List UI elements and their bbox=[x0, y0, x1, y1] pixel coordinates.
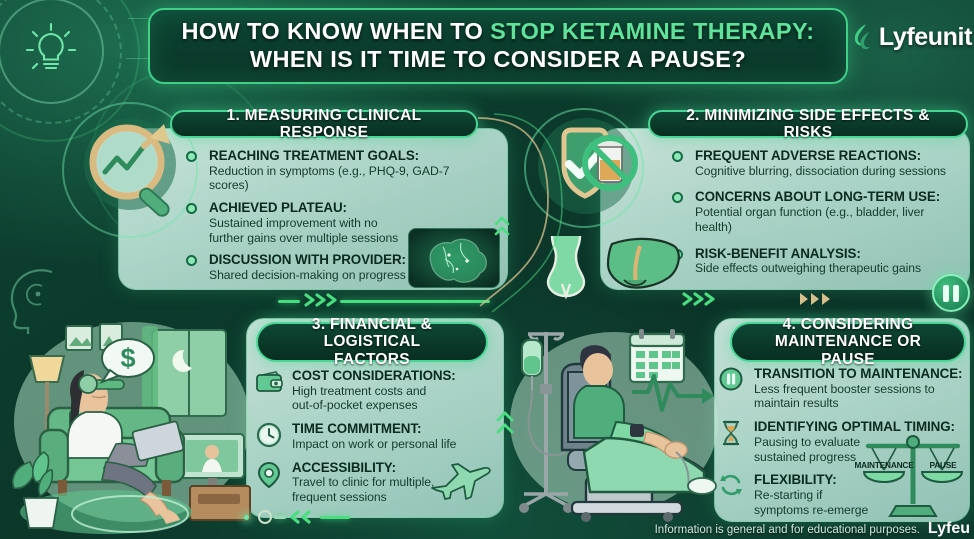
connector-line-4 bbox=[320, 516, 350, 519]
refresh-cycle-icon bbox=[720, 475, 742, 496]
list-item: FREQUENT ADVERSE REACTIONS: Cognitive bl… bbox=[672, 148, 964, 178]
hourglass-icon bbox=[722, 420, 740, 446]
decor-ring-inner bbox=[0, 0, 104, 104]
list-item: CONCERNS ABOUT LONG-TERM USE: Potential … bbox=[672, 189, 964, 234]
list-item: IDENTIFYING OPTIMAL TIMING: Pausing to e… bbox=[716, 419, 968, 464]
connector-line-3 bbox=[274, 516, 286, 519]
bullet-subtext: Cognitive blurring, dissociation during … bbox=[695, 163, 946, 178]
section-header-1: 1. MEASURING CLINICAL RESPONSE bbox=[170, 107, 478, 141]
lyfeunit-leaf-logo-icon bbox=[854, 24, 870, 50]
chevron-right-icon bbox=[800, 293, 830, 305]
clock-icon bbox=[256, 422, 282, 448]
bullet-subtext: Re-starting if symptoms re-emerge bbox=[754, 488, 869, 517]
footer: Information is general and for education… bbox=[655, 520, 970, 538]
wallet-icon bbox=[256, 370, 283, 392]
bullet-heading: DISCUSSION WITH PROVIDER: bbox=[209, 252, 406, 268]
bullet-heading: TIME COMMITMENT: bbox=[292, 421, 422, 437]
bullet-heading: ACHIEVED PLATEAU: bbox=[209, 200, 347, 216]
list-item: RISK-BENEFIT ANALYSIS: Side effects outw… bbox=[672, 246, 964, 276]
brand-name: Lyfeunit bbox=[878, 22, 972, 51]
list-item: TIME COMMITMENT: Impact on work or perso… bbox=[254, 421, 500, 451]
pause-circle-icon[interactable] bbox=[932, 274, 970, 312]
scale-label-pause: PAUSE bbox=[929, 460, 957, 470]
person-on-couch-telehealth-illustration: $ bbox=[4, 312, 254, 538]
list-item: DISCUSSION WITH PROVIDER: Shared decisio… bbox=[186, 252, 484, 282]
glowing-brain-illustration bbox=[408, 228, 500, 288]
footer-disclaimer: Information is general and for education… bbox=[654, 524, 920, 536]
list-item: REACHING TREATMENT GOALS: Reduction in s… bbox=[186, 148, 484, 193]
chevron-right-icon bbox=[682, 292, 715, 306]
connector-line-2 bbox=[340, 300, 490, 303]
bullet-list-3: COST CONSIDERATIONS: High treatment cost… bbox=[254, 368, 500, 505]
list-item: FLEXIBILITY: Re-starting if symptoms re-… bbox=[716, 472, 968, 517]
head-brain-profile-icon bbox=[10, 269, 53, 334]
connector-curve bbox=[477, 113, 563, 313]
chevron-up-icon bbox=[496, 411, 514, 434]
brand-logo[interactable]: Lyfeunit bbox=[850, 22, 972, 52]
bullet-subtext: Shared decision-making on progress bbox=[209, 268, 406, 282]
bladder-and-liver-organs-illustration bbox=[546, 235, 680, 300]
chevron-right-icon bbox=[304, 293, 337, 307]
svg-text:$: $ bbox=[120, 343, 135, 373]
bullet-heading: FLEXIBILITY: bbox=[754, 472, 837, 488]
bullet-heading: COST CONSIDERATIONS: bbox=[292, 368, 456, 383]
bullet-dot-icon bbox=[672, 192, 683, 204]
list-item: ACHIEVED PLATEAU: Sustained improvement … bbox=[186, 200, 484, 245]
list-item: TRANSITION TO MAINTENANCE: Less frequent… bbox=[716, 366, 968, 411]
title-line-1: HOW TO KNOW WHEN TO STOP KETAMINE THERAP… bbox=[181, 18, 815, 45]
bullet-list-1: REACHING TREATMENT GOALS: Reduction in s… bbox=[186, 148, 484, 283]
location-pin-icon bbox=[258, 461, 280, 488]
chevron-up-icon bbox=[494, 216, 510, 236]
bullet-dot-icon bbox=[186, 255, 197, 267]
bullet-heading: TRANSITION TO MAINTENANCE: bbox=[754, 366, 963, 381]
bullet-heading: FREQUENT ADVERSE REACTIONS: bbox=[695, 148, 921, 163]
lightbulb-tech-icon bbox=[25, 22, 77, 70]
bullet-dot-icon bbox=[186, 203, 197, 215]
scale-label-maintenance: MAINTENANCE bbox=[854, 460, 914, 470]
bullet-subtext: Potential organ function (e.g., bladder,… bbox=[695, 205, 925, 234]
bullet-subtext: Travel to clinic for multiple, frequent … bbox=[292, 475, 435, 504]
list-item: ACCESSIBILITY: Travel to clinic for mult… bbox=[254, 460, 500, 505]
bullet-subtext: Side effects outweighing therapeutic gai… bbox=[695, 261, 922, 276]
bullet-list-2: FREQUENT ADVERSE REACTIONS: Cognitive bl… bbox=[672, 148, 964, 276]
section-header-2: 2. MINIMIZING SIDE EFFECTS & RISKS bbox=[648, 107, 968, 141]
list-item: COST CONSIDERATIONS: High treatment cost… bbox=[254, 368, 500, 413]
pause-icon bbox=[719, 367, 743, 391]
decor-ring-dashed bbox=[0, 0, 122, 124]
footer-brand: Lyfeu bbox=[927, 520, 970, 537]
balance-scale-icon: MAINTENANCE PAUSE bbox=[852, 432, 974, 518]
section-header-4: 4. CONSIDERING MAINTENANCE OR PAUSE bbox=[730, 316, 966, 368]
bullet-subtext: High treatment costs and out-of-pocket e… bbox=[292, 383, 427, 413]
airplane-icon bbox=[431, 463, 491, 500]
page-title: HOW TO KNOW WHEN TO STOP KETAMINE THERAP… bbox=[148, 8, 848, 84]
bullet-subtext: Sustained improvement with no further ga… bbox=[209, 215, 399, 245]
bullet-dot-icon bbox=[672, 151, 683, 162]
patient-in-infusion-chair-illustration bbox=[506, 326, 732, 522]
connector-line-1 bbox=[278, 300, 300, 303]
bullet-subtext: Less frequent booster sessions to mainta… bbox=[754, 381, 935, 411]
decor-ring-hero-2 bbox=[524, 108, 644, 228]
bullet-heading: CONCERNS ABOUT LONG-TERM USE: bbox=[695, 189, 941, 205]
bullet-dot-icon bbox=[186, 151, 197, 162]
bullet-list-4: TRANSITION TO MAINTENANCE: Less frequent… bbox=[716, 366, 968, 517]
bullet-heading: ACCESSIBILITY: bbox=[292, 459, 396, 475]
section-header-3: 3. FINANCIAL & LOGISTICAL FACTORS bbox=[256, 316, 488, 368]
bullet-subtext: Impact on work or personal life bbox=[292, 436, 457, 451]
bullet-heading: IDENTIFYING OPTIMAL TIMING: bbox=[754, 419, 955, 435]
chevron-left-icon bbox=[290, 510, 311, 524]
bullet-heading: RISK-BENEFIT ANALYSIS: bbox=[695, 245, 861, 261]
title-line-2: WHEN IS IT TIME TO CONSIDER A PAUSE? bbox=[249, 46, 747, 72]
bullet-heading: REACHING TREATMENT GOALS: bbox=[209, 148, 420, 163]
decor-circle-node bbox=[258, 510, 272, 524]
decor-ring-hero-1 bbox=[62, 102, 198, 238]
bullet-subtext: Reduction in symptoms (e.g., PHQ-9, GAD-… bbox=[209, 163, 450, 193]
decor-glow-dot-3 bbox=[244, 515, 249, 520]
magnifying-glass-growth-chart-icon bbox=[84, 118, 176, 217]
bullet-subtext: Pausing to evaluate sustained progress bbox=[754, 434, 861, 464]
